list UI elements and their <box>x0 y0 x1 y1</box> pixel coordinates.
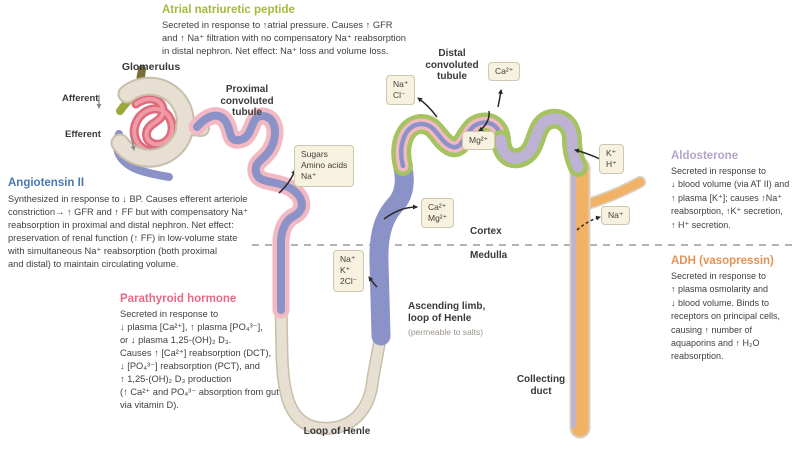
efferent-flow-arrow <box>130 135 136 151</box>
loop-of-henle <box>274 299 388 435</box>
arrow-tal-nak2cl <box>368 276 378 288</box>
collecting-duct <box>569 157 646 439</box>
anp-body: Secreted in response to ↑atrial pressure… <box>162 20 406 56</box>
label-ascending-limb-note: (permeable to salts) <box>408 327 484 337</box>
arrow-dct-mg <box>478 110 490 132</box>
adh-title: ADH (vasopressin) <box>671 255 774 267</box>
angiotensin-ii-title: Angiotensin II <box>8 177 85 189</box>
anp-title: Atrial natriuretic peptide <box>162 4 295 16</box>
ion-box-tal-na-k-2cl: Na⁺ K⁺ 2Cl⁻ <box>333 250 365 292</box>
adh-body: Secreted in response to ↑ plasma osmolar… <box>671 271 781 362</box>
ion-box-cd-k-h: K⁺ H⁺ <box>599 144 624 175</box>
proximal-convoluted-tubule <box>188 107 311 319</box>
label-medulla: Medulla <box>470 250 508 261</box>
ion-box-dct-na-cl: Na⁺ Cl⁻ <box>386 75 416 106</box>
arrow-cd-kh <box>574 148 601 160</box>
label-ascending-limb: Ascending limb, loop of Henle <box>408 301 486 324</box>
parathyroid-hormone-title: Parathyroid hormone <box>120 293 237 305</box>
label-proximal-convoluted-tubule: Proximal convoluted tubule <box>220 84 274 118</box>
distal-convoluted-tubule-late <box>491 108 588 177</box>
label-cortex: Cortex <box>470 226 502 237</box>
label-loop-of-henle: Loop of Henle <box>303 426 371 437</box>
arrow-tal-camg <box>383 204 418 220</box>
arrow-cd-na-dashed <box>576 215 601 231</box>
distal-convoluted-tubule-early <box>391 112 511 176</box>
label-glomerulus: Glomerulus <box>121 61 181 73</box>
ion-box-cd-na: Na⁺ <box>601 206 631 226</box>
label-collecting-duct: Collecting duct <box>516 374 566 397</box>
aldosterone-body: Secreted in response to ↓ blood volume (… <box>671 166 790 230</box>
angiotensin-ii-body: Synthesized in response to ↓ BP. Causes … <box>8 194 248 269</box>
label-distal-convoluted-tubule: Distal convoluted tubule <box>425 48 479 82</box>
ion-box-pct-sugars-amino-na: Sugars Amino acids Na⁺ <box>294 145 355 187</box>
ion-box-dct-ca: Ca²⁺ <box>488 62 521 82</box>
ion-box-dct-mg: Mg²⁺ <box>462 131 496 151</box>
aldosterone-title: Aldosterone <box>671 150 739 162</box>
parathyroid-hormone-body: Secreted in response to ↓ plasma [Ca²⁺],… <box>120 309 279 410</box>
label-efferent: Efferent <box>65 129 101 140</box>
label-afferent: Afferent <box>62 93 99 104</box>
glomerulus-tuft <box>129 94 177 156</box>
afferent-arteriole-tip <box>137 65 146 81</box>
arrow-dct-nacl <box>417 97 438 118</box>
thick-ascending-limb <box>369 158 414 346</box>
ion-box-tal-ca-mg: Ca²⁺ Mg²⁺ <box>421 198 455 229</box>
arrow-dct-ca <box>497 89 503 108</box>
